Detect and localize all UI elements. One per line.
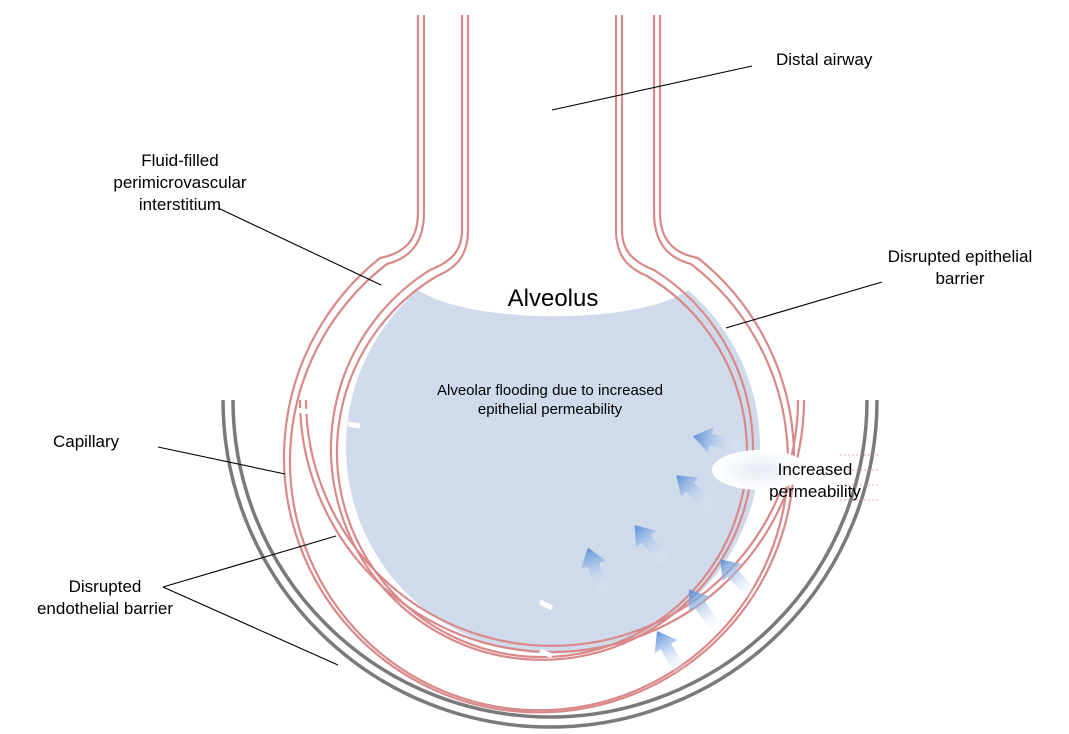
capillary-label: Capillary (53, 431, 119, 453)
disrupted-endothelial-label: Disrupted endothelial barrier (20, 576, 190, 620)
fluid-interstitium-label: Fluid-filled perimicrovascular interstit… (80, 150, 280, 216)
disrupted-epithelial-label: Disrupted epithelial barrier (860, 246, 1060, 290)
alveolar-flooding-label: Alveolar flooding due to increased epith… (395, 381, 705, 419)
increased-permeability-label: Increased permeability (740, 459, 890, 503)
distal-airway-label: Distal airway (776, 49, 872, 71)
alveolus-label: Alveolus (478, 285, 628, 313)
